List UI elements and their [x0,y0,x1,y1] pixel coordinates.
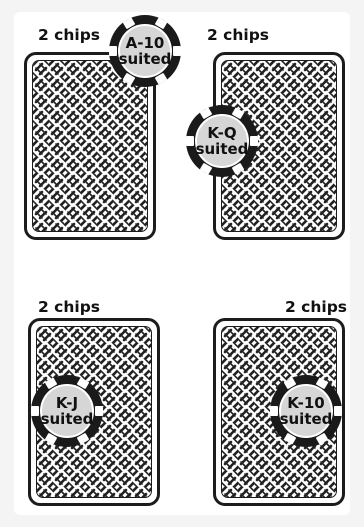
hand-4-chip-suited: suited [280,411,333,427]
hand-2-chip-text: K-Q suited [185,104,259,178]
hand-3-chip-suited: suited [41,411,94,427]
hand-2-poker-chip-icon[interactable]: K-Q suited [185,104,259,178]
hand-1-chip-text: A-10 suited [108,14,182,88]
hand-1-chip-suited: suited [119,51,172,67]
hand-3-chip-rank: K-J [56,395,78,411]
hand-4-chip-rank: K-10 [287,395,324,411]
hand-2-chips-label: 2 chips [207,28,269,44]
hand-4-poker-chip-icon[interactable]: K-10 suited [269,374,343,448]
hand-2-chip-suited: suited [196,141,249,157]
hand-1-chips-label: 2 chips [38,28,100,44]
hand-4-chips-label: 2 chips [285,300,347,316]
hand-2-chip-rank: K-Q [207,125,236,141]
hand-3-poker-chip-icon[interactable]: K-J suited [30,374,104,448]
hand-4-chip-text: K-10 suited [269,374,343,448]
hand-3-chip-text: K-J suited [30,374,104,448]
hand-1-poker-chip-icon[interactable]: A-10 suited [108,14,182,88]
game-board: 2 chips A-10 suited 2 chips K-Q suited 2… [14,12,350,515]
hand-3-chips-label: 2 chips [38,300,100,316]
hand-1-chip-rank: A-10 [126,35,165,51]
